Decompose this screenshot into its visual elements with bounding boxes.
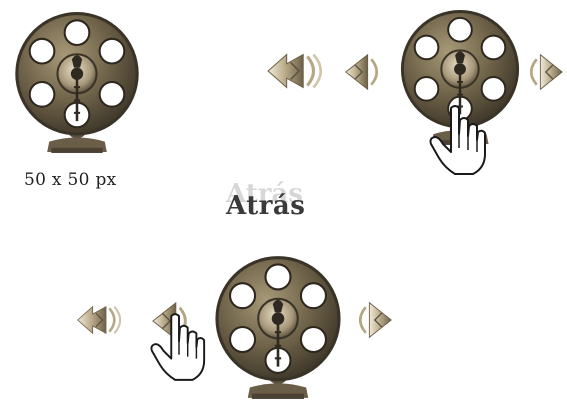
back-button[interactable] [342, 52, 386, 92]
rewind-button[interactable] [266, 50, 328, 92]
cursor-hand-bottom [150, 312, 208, 382]
rewind-arrow-icon [76, 300, 126, 340]
forward-arrow-icon [524, 52, 564, 92]
size-label: 50 x 50 px [24, 170, 117, 190]
pointer-hand-icon [428, 104, 490, 176]
forward-arrow-icon [352, 300, 394, 340]
rewind-button-bottom[interactable] [76, 300, 126, 340]
cursor-hand [428, 104, 490, 176]
film-reel-icon [10, 10, 144, 154]
forward-button[interactable] [524, 52, 564, 92]
forward-button-bottom[interactable] [352, 300, 394, 340]
back-title-text: Atrás [226, 191, 305, 221]
reel-button-bottom[interactable] [210, 254, 346, 400]
back-title: Atrás Atrás [226, 191, 336, 231]
back-arrow-icon [342, 52, 386, 92]
pointer-hand-icon [150, 312, 208, 382]
film-reel-icon [210, 254, 346, 400]
rewind-arrow-icon [266, 50, 328, 92]
reel-sample [10, 10, 144, 154]
